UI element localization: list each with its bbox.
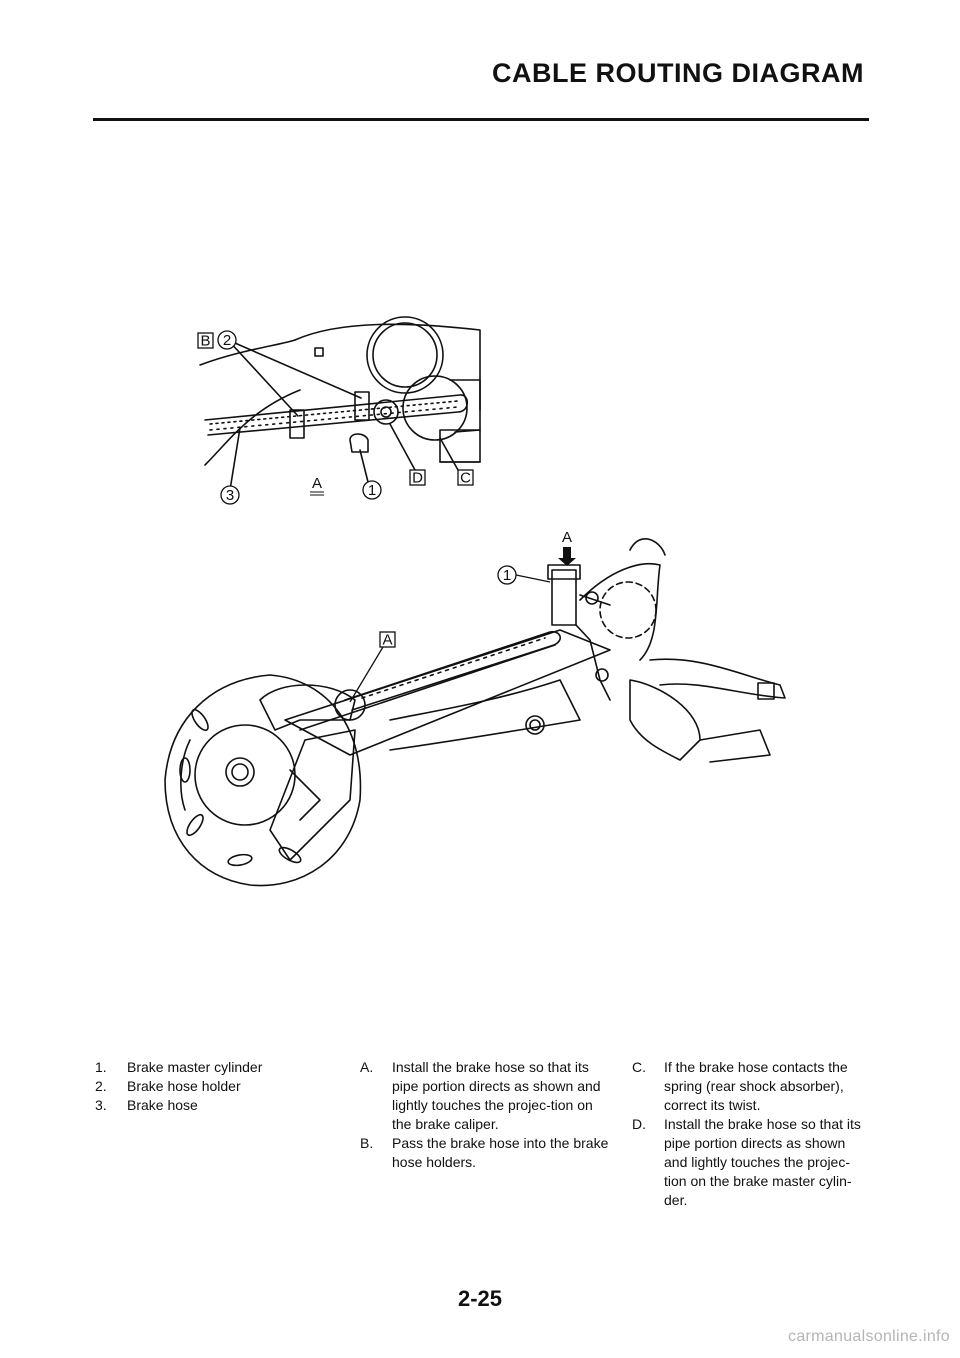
brake-hose-diagram: B 2 3 A 1 D C A [164, 316, 786, 887]
callout-3-circle: 3 [220, 485, 240, 505]
legend-text: Pass the brake hose into the brake hose … [392, 1135, 609, 1170]
callout-a-box-main: A [349, 631, 396, 703]
detail-view-main [164, 538, 786, 887]
svg-text:B: B [200, 333, 210, 350]
legend-text: Install the brake hose so that its pipe … [664, 1116, 861, 1208]
legend-notes-ab: A. Install the brake hose so that its pi… [360, 1058, 610, 1172]
legend-notes-cd: C. If the brake hose contacts the spring… [632, 1058, 872, 1210]
legend-text: Brake hose [127, 1097, 198, 1113]
svg-text:A: A [382, 632, 392, 649]
legend-letter: B. [360, 1135, 374, 1151]
page-title: CABLE ROUTING DIAGRAM [492, 58, 864, 88]
header-rule [93, 118, 869, 121]
legend-number: 1. [95, 1059, 107, 1075]
callout-1-main-circle: 1 [497, 565, 551, 585]
legend-text: Brake hose holder [127, 1078, 241, 1094]
legend-item: D. Install the brake hose so that its pi… [632, 1115, 872, 1210]
callout-a-arrow: A [558, 529, 576, 566]
svg-text:3: 3 [226, 487, 234, 504]
detail-view-top [199, 316, 481, 491]
legend-text: Install the brake hose so that its pipe … [392, 1059, 601, 1132]
watermark: carmanualsonline.info [788, 1328, 950, 1345]
callout-d-box: D [409, 469, 426, 487]
callout-b-box: B [197, 332, 214, 350]
legend-item: A. Install the brake hose so that its pi… [360, 1058, 610, 1134]
page-number: 2-25 [457, 1286, 503, 1311]
svg-text:A: A [562, 529, 572, 546]
legend-letter: A. [360, 1059, 374, 1075]
callout-a-underlined: A [310, 475, 324, 496]
legend-text: If the brake hose contacts the spring (r… [664, 1059, 848, 1113]
callout-2-circle: 2 [217, 330, 237, 350]
callout-c-box: C [457, 469, 474, 487]
svg-text:2: 2 [223, 332, 231, 349]
legend-text: Brake master cylinder [127, 1059, 263, 1075]
legend-item: 1. Brake master cylinder [95, 1058, 325, 1077]
legend-item: 3. Brake hose [95, 1096, 325, 1115]
svg-text:A: A [312, 475, 322, 492]
callout-1-top-circle: 1 [362, 480, 382, 500]
legend-letter: C. [632, 1059, 646, 1075]
svg-text:1: 1 [503, 567, 511, 584]
legend-item: C. If the brake hose contacts the spring… [632, 1058, 872, 1115]
svg-text:C: C [460, 470, 471, 487]
legend-number: 2. [95, 1078, 107, 1094]
svg-text:1: 1 [368, 482, 376, 499]
svg-text:D: D [412, 470, 423, 487]
legend-parts: 1. Brake master cylinder 2. Brake hose h… [95, 1058, 325, 1115]
legend-number: 3. [95, 1097, 107, 1113]
legend-item: 2. Brake hose holder [95, 1077, 325, 1096]
legend-item: B. Pass the brake hose into the brake ho… [360, 1134, 610, 1172]
legend-letter: D. [632, 1116, 646, 1132]
